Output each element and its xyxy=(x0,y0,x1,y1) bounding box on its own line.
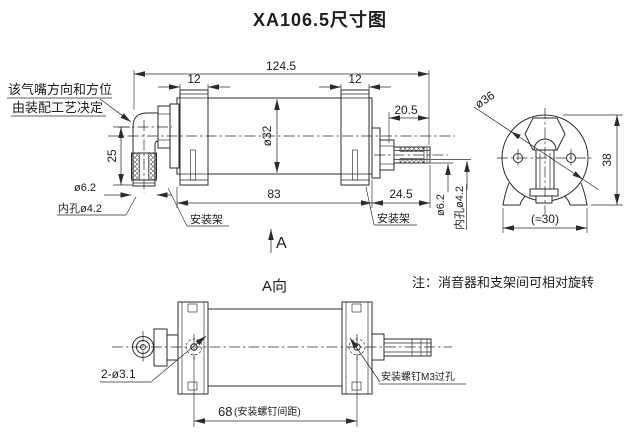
mounting-bracket-right xyxy=(340,89,370,186)
view-direction-letter: A xyxy=(276,235,287,252)
view-a-label: A向 xyxy=(262,278,287,295)
dim-end-width: (≈30) xyxy=(531,212,559,226)
drawing-title: XA106.5尺寸图 xyxy=(253,9,387,30)
bracket-label-right: 安装架 xyxy=(377,211,410,225)
dim-end-diameter: ø36 xyxy=(472,88,497,111)
end-view: ø36 38 (≈30) xyxy=(472,88,623,233)
elbow-nozzle xyxy=(131,112,159,187)
front-view-dimensions: 124.5 12 12 20.5 ø32 83 xyxy=(57,59,471,253)
dim-elbow-bore-label: 内孔ø4.2 xyxy=(58,201,102,215)
dim-screw-spacing-value: 68 xyxy=(218,404,232,419)
nozzle-note-line2: 由装配工艺决定 xyxy=(12,100,103,115)
nozzle-note-line1: 该气嘴方向和方位 xyxy=(8,82,112,97)
dim-right-bore-label: 内孔ø4.2 xyxy=(452,186,466,230)
mounting-bracket-left xyxy=(179,89,209,186)
dim-body-diameter: ø32 xyxy=(260,125,274,146)
front-view: 该气嘴方向和方位 由装配工艺决定 124.5 12 12 xyxy=(7,59,471,253)
rotation-note: 注：消音器和支架间可相对旋转 xyxy=(412,275,594,290)
dim-bracket-width-right: 12 xyxy=(348,72,362,86)
dim-elbow-diameter-label: ø6.2 xyxy=(74,182,96,194)
dim-end-height: 38 xyxy=(600,153,614,167)
end-view-centerlines xyxy=(497,108,593,214)
dim-screw-spacing-note: (安装螺钉间距) xyxy=(234,405,301,418)
dim-nozzle-stickout: 20.5 xyxy=(394,103,418,117)
dim-body-length: 83 xyxy=(267,187,281,201)
dim-right-end-length: 24.5 xyxy=(389,187,413,201)
bottom-view: A向 xyxy=(100,278,466,427)
bracket-label-left: 安装架 xyxy=(190,212,223,226)
bottom-view-dimensions: 2-ø3.1 安装螺钉M3过孔 68 (安装螺钉间距) xyxy=(100,335,466,427)
dim-bracket-width-left: 12 xyxy=(187,72,201,86)
dim-hole-count-diameter: 2-ø3.1 xyxy=(101,367,136,381)
dim-elbow-length: 25 xyxy=(105,149,119,163)
screw-hole-label: 安装螺钉M3过孔 xyxy=(381,370,455,383)
right-end-cap xyxy=(371,127,395,179)
dim-right-diameter-label: ø6.2 xyxy=(435,194,447,216)
dim-overall-length: 124.5 xyxy=(266,59,296,73)
nozzle-direction-note: 该气嘴方向和方位 由装配工艺决定 xyxy=(7,82,132,123)
